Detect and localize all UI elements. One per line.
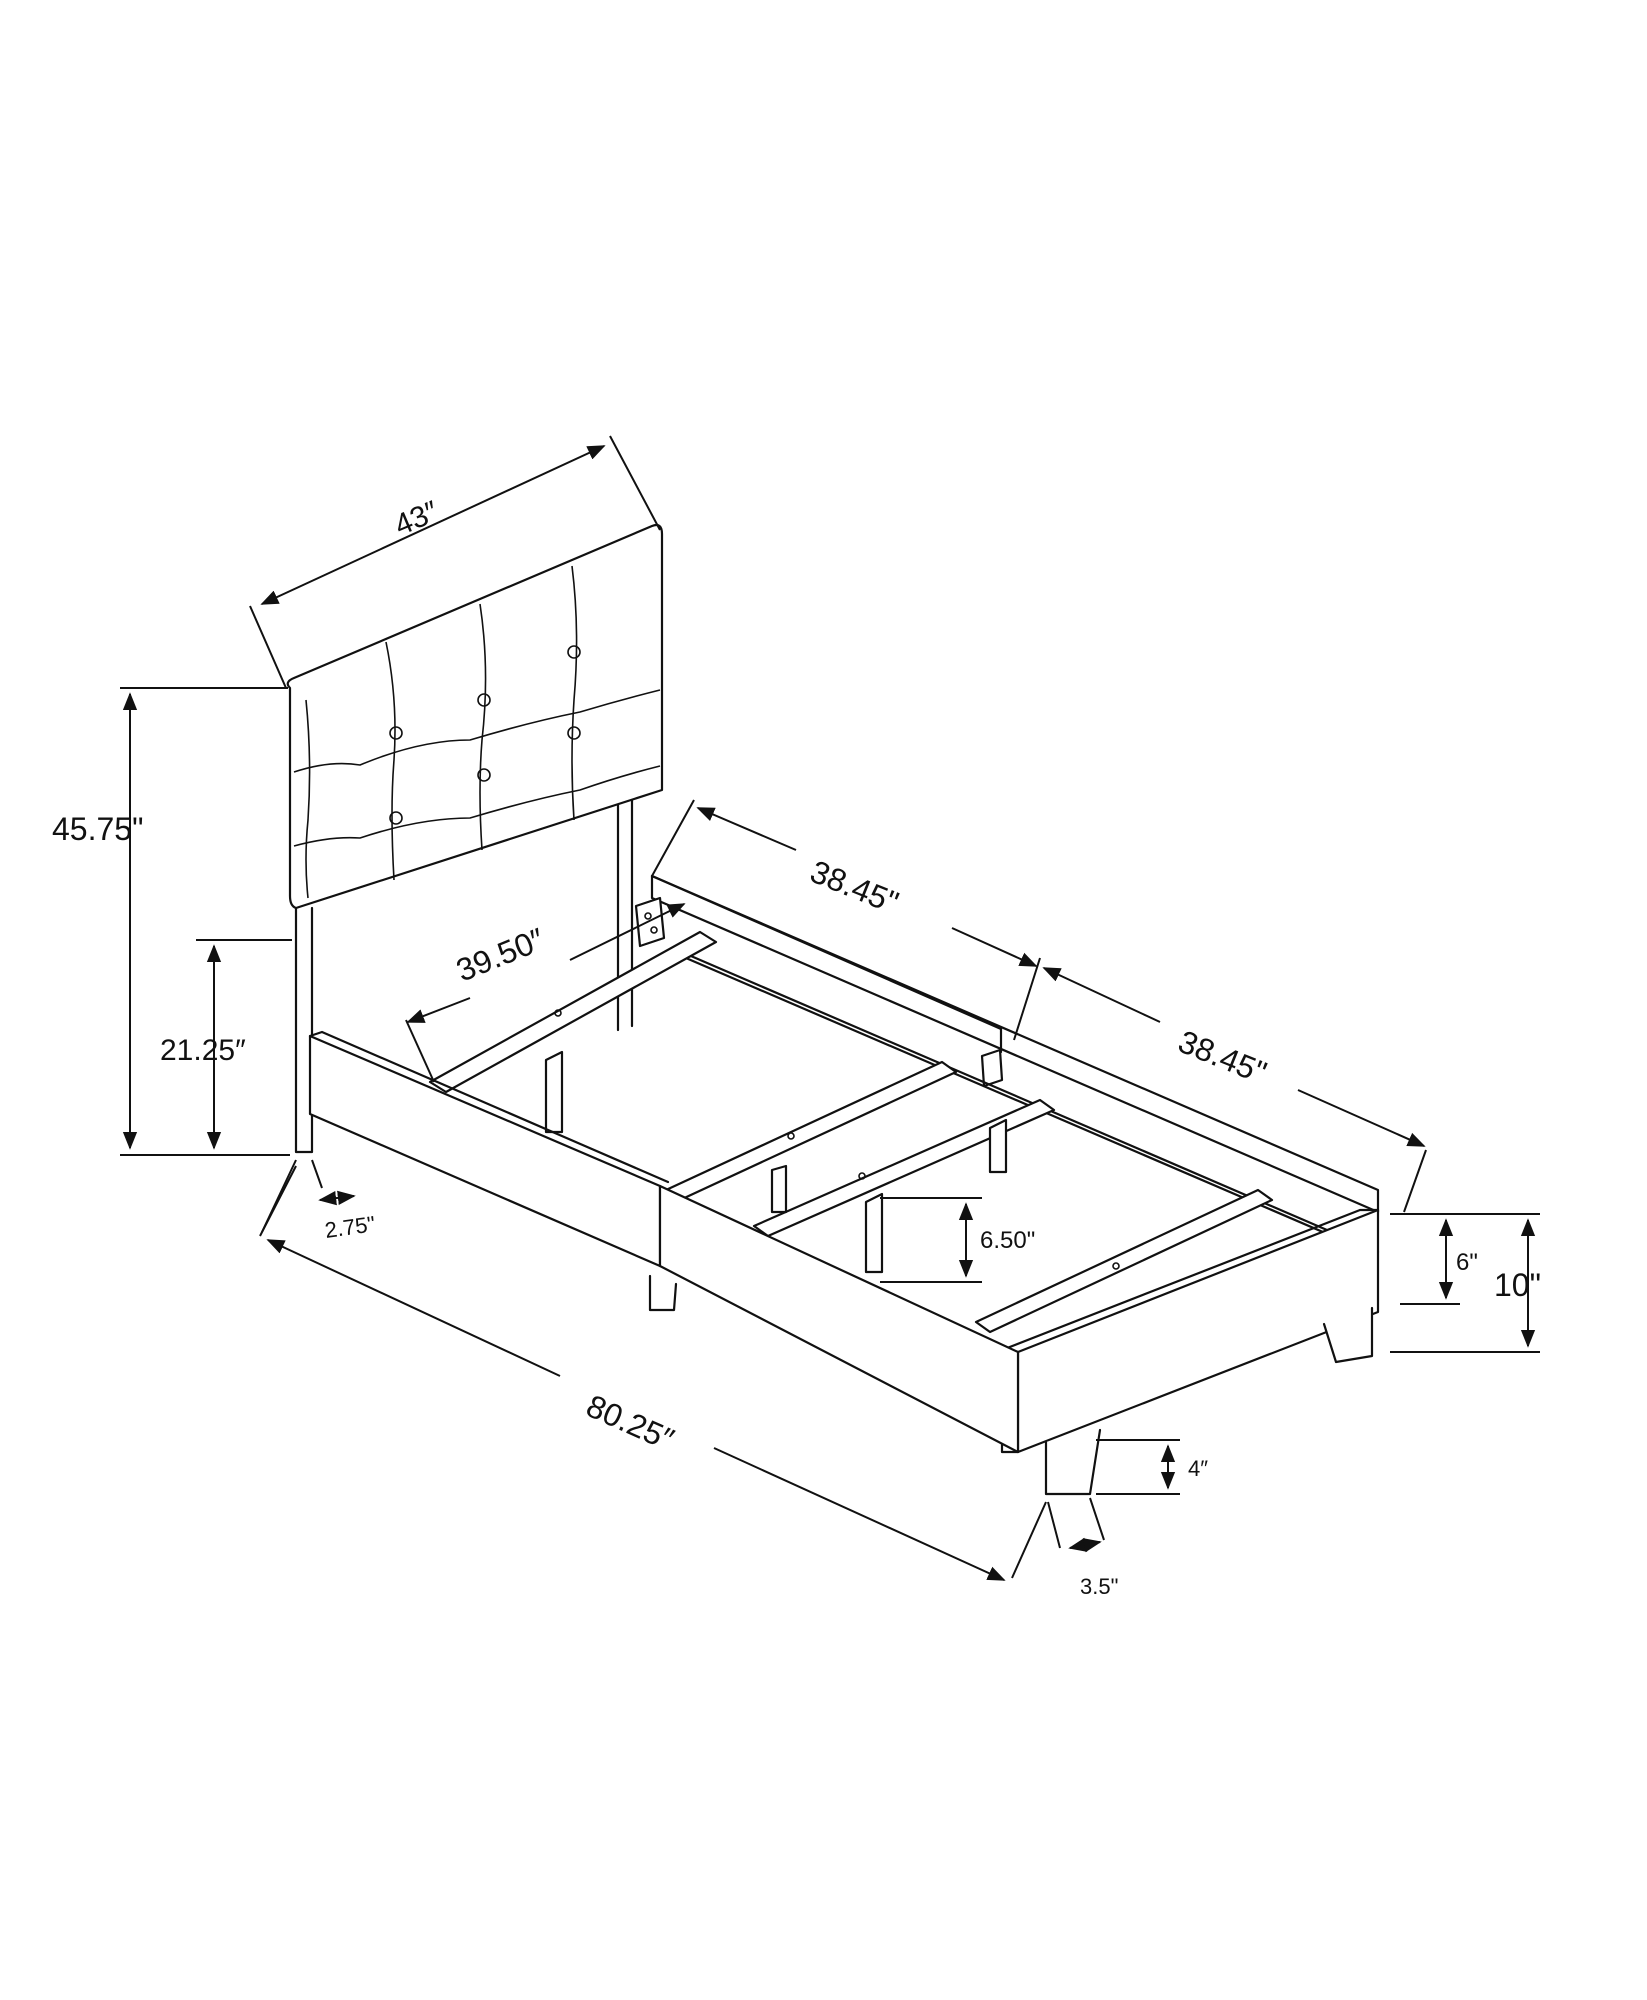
label-headboard-leg-width: 2.75" — [323, 1211, 377, 1243]
label-rail-length-2: 38.45" — [1173, 1023, 1271, 1091]
label-rail-height: 6" — [1456, 1249, 1478, 1276]
label-overall-height: 45.75" — [52, 811, 143, 847]
bed-frame — [286, 523, 1380, 1496]
headboard-width-dimension — [260, 445, 606, 605]
inner-width-dimension — [408, 904, 684, 1022]
headboard-leg-width-dimension — [318, 1190, 356, 1206]
label-overall-length: 80.25″ — [581, 1388, 679, 1458]
label-foot-leg-width: 3.5" — [1080, 1574, 1118, 1599]
foot-leg-width-dimension — [1068, 1537, 1102, 1553]
dimension-lines — [120, 435, 1540, 1580]
label-headboard-leg-height: 21.25″ — [160, 1034, 246, 1067]
foot-leg-front — [1044, 1428, 1102, 1496]
foot-leg-back — [1322, 1306, 1374, 1364]
label-foot-leg-height: 4″ — [1188, 1456, 1208, 1481]
rail-length-1-dimension — [698, 808, 1036, 966]
rail-length-2-dimension — [1044, 968, 1424, 1146]
headboard-leg-left — [294, 906, 314, 1154]
dimension-labels: 43″ 45.75" 21.25″ 2.75" 39.50″ 38.45" 38… — [52, 495, 1541, 1599]
label-headboard-width: 43″ — [390, 495, 444, 543]
label-center-leg-height: 6.50" — [980, 1227, 1035, 1254]
headboard — [286, 523, 664, 910]
center-leg-4 — [770, 1164, 788, 1214]
label-inner-width: 39.50″ — [451, 921, 549, 989]
label-rail-length-1: 38.45" — [805, 853, 903, 921]
center-leg-2 — [864, 1192, 884, 1274]
center-leg-1 — [544, 1050, 564, 1134]
side-rail-near — [308, 1030, 1020, 1454]
center-leg-3 — [988, 1118, 1008, 1174]
label-footboard-height: 10" — [1494, 1267, 1541, 1303]
center-leg-near — [648, 1274, 678, 1312]
overall-length-dimension — [268, 1240, 1004, 1580]
footboard — [1000, 1208, 1380, 1496]
